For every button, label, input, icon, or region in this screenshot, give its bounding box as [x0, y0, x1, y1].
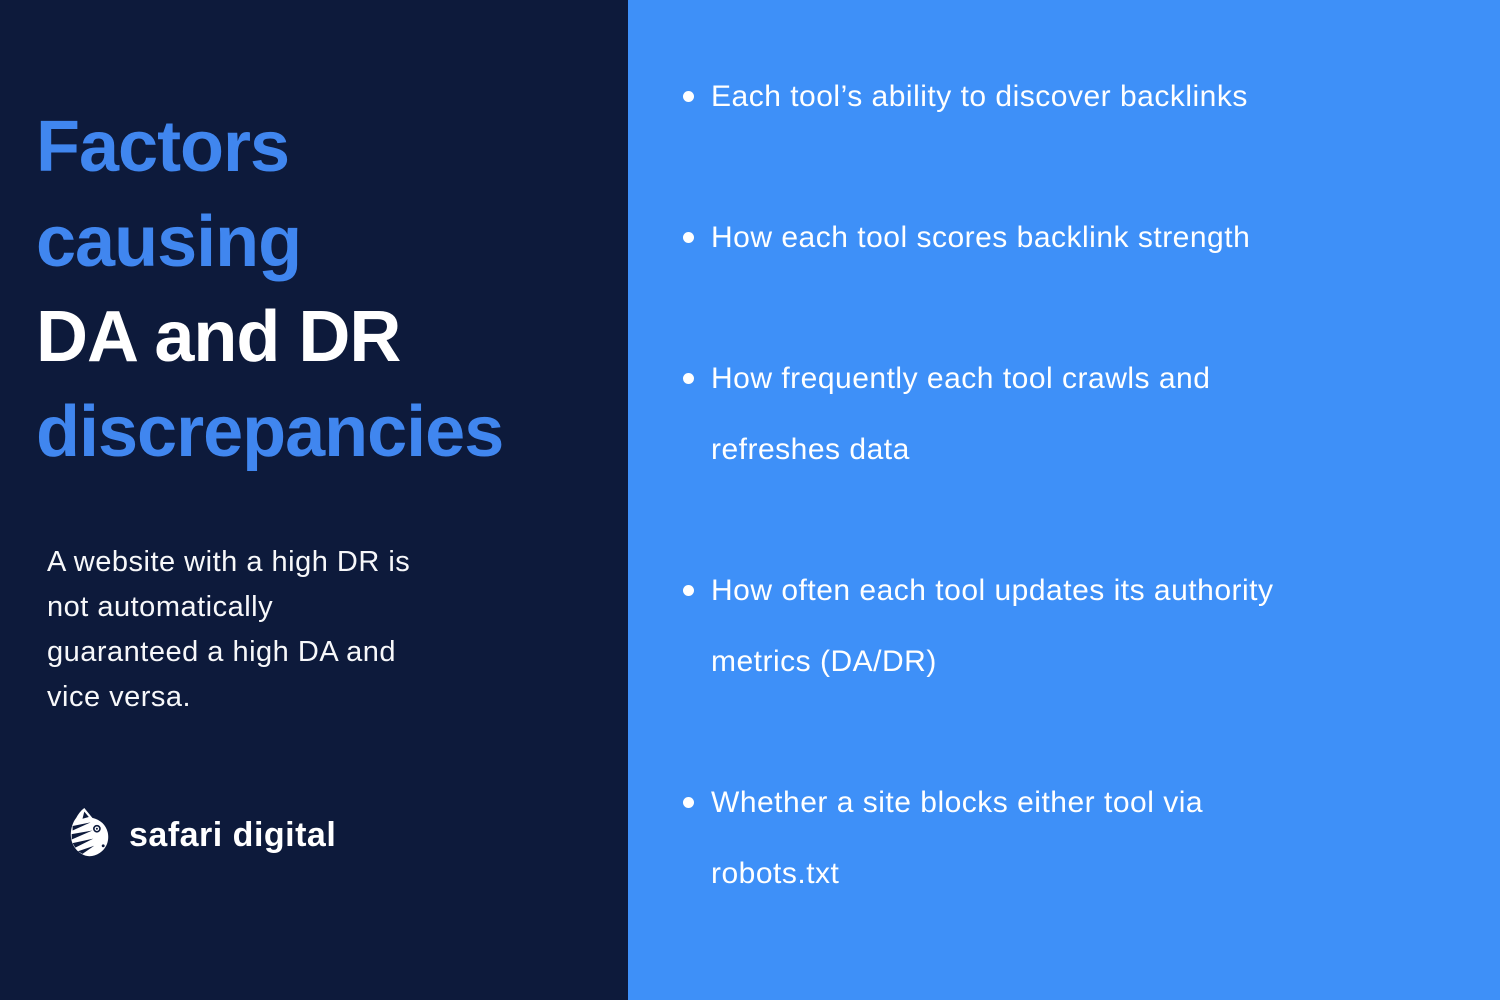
bullet-icon — [683, 91, 694, 102]
title-line: Factors — [36, 107, 290, 187]
bullet-icon — [683, 373, 694, 384]
right-panel: Each tool’s ability to discover backlink… — [628, 0, 1500, 1000]
left-panel: Factors causing DA and DR discrepancies A w… — [0, 0, 628, 1000]
list-item: How each tool scores backlink strength — [683, 202, 1460, 273]
bullet-text: How each tool scores backlink strength — [711, 221, 1251, 254]
title-line: discrepancies — [36, 392, 504, 472]
description-text: A website with a high DR is not automati… — [47, 546, 411, 713]
zebra-logo-icon — [60, 806, 114, 864]
page-title: Factors causing DA and DR discrepancies — [36, 100, 504, 480]
bullet-list: Each tool’s ability to discover backlink… — [628, 0, 1500, 909]
brand-logo: safari digital — [60, 806, 336, 864]
bullet-icon — [683, 585, 694, 596]
title-line: causing — [36, 202, 302, 282]
bullet-text: Each tool’s ability to discover backlink… — [711, 80, 1248, 113]
title-line: DA and DR — [36, 297, 401, 377]
bullet-icon — [683, 232, 694, 243]
brand-name: safari digital — [129, 815, 337, 854]
list-item: Whether a site blocks either tool via ro… — [683, 767, 1460, 909]
bullet-icon — [683, 797, 694, 808]
bullet-text: How frequently each tool crawls and refr… — [711, 362, 1211, 466]
list-item: Each tool’s ability to discover backlink… — [683, 61, 1460, 132]
bullet-text: Whether a site blocks either tool via ro… — [711, 786, 1204, 890]
list-item: How frequently each tool crawls and refr… — [683, 343, 1460, 485]
bullet-text: How often each tool updates its authorit… — [711, 574, 1274, 678]
list-item: How often each tool updates its authorit… — [683, 555, 1460, 697]
